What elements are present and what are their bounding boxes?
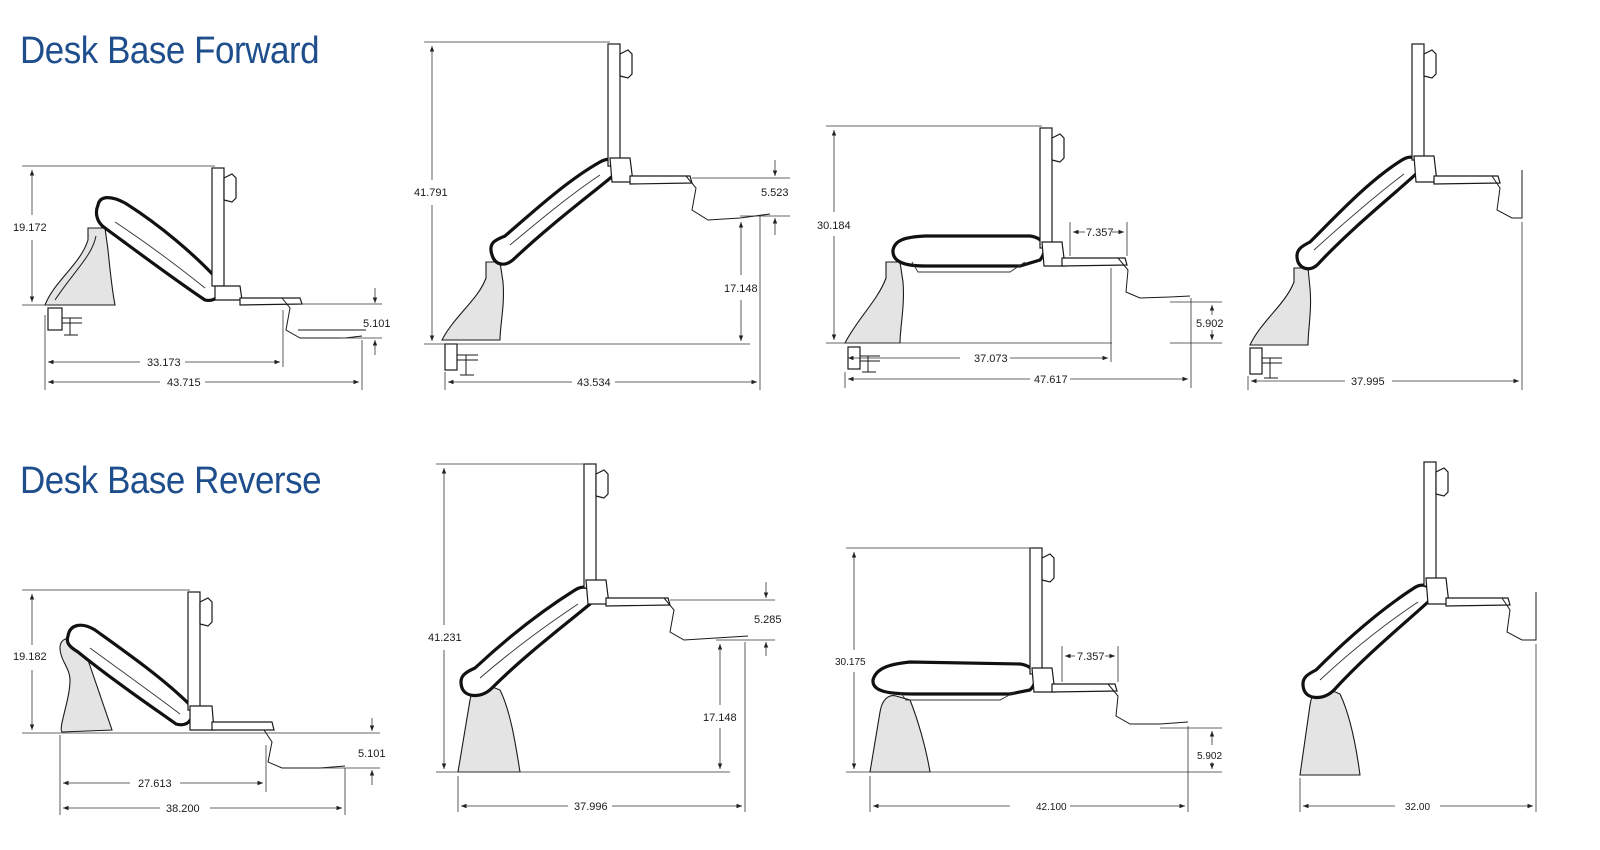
dim-height: 41.231: [428, 632, 462, 644]
section-title-forward: Desk Base Forward: [20, 30, 320, 72]
keyboard-tray: [629, 175, 771, 221]
dim-width-total: 32.00: [1405, 802, 1430, 813]
view-reverse-extended: 30.175 7.357 42.100 5.902: [835, 547, 1222, 813]
desk-base: [441, 261, 504, 341]
dimension-lines: [424, 41, 790, 390]
desk-base: [457, 683, 521, 773]
keyboard-tray: [1051, 683, 1189, 725]
gas-spring-arm: [1301, 583, 1433, 700]
monitor-mount: [211, 167, 243, 301]
dim-height: 30.184: [817, 220, 851, 232]
gas-spring-arm: [891, 234, 1046, 273]
dimension-lines: [22, 589, 380, 815]
dim-arm-offset: 7.357: [1086, 227, 1114, 239]
dim-height: 19.182: [13, 651, 47, 663]
gas-spring-arm: [871, 660, 1038, 701]
gas-spring-arm: [94, 196, 223, 303]
dim-width-short: 27.613: [138, 778, 172, 790]
desk-base: [844, 261, 904, 344]
desk-base: [44, 227, 116, 306]
desk-clamp: [847, 346, 880, 373]
dim-width-total: 43.534: [577, 377, 611, 389]
dim-height: 30.175: [835, 657, 866, 668]
dim-tray-height: 17.148: [703, 712, 737, 724]
dim-height: 41.791: [414, 187, 448, 199]
dim-width-total: 43.715: [167, 377, 201, 389]
desk-clamp: [444, 343, 478, 376]
keyboard-tray: [605, 597, 749, 641]
dim-tray-offset: 5.101: [363, 318, 391, 330]
dim-tray-offset: 5.902: [1196, 318, 1224, 330]
keyboard-tray: [211, 721, 346, 769]
monitor-mount: [1039, 127, 1066, 267]
dim-width-total: 42.100: [1036, 802, 1067, 813]
keyboard-tray: [1433, 170, 1523, 219]
section-title-reverse: Desk Base Reverse: [20, 460, 322, 502]
view-forward-extended: 30.184 7.357 37.073 47.617 5.902: [817, 125, 1224, 388]
monitor-mount: [1423, 461, 1450, 605]
view-forward-folded: 19.172 33.173 43.715 5.101: [13, 165, 391, 390]
desk-base: [1249, 267, 1312, 346]
desk-base: [1299, 687, 1361, 776]
view-reverse-raised: 41.231 5.285 17.148 37.996: [428, 463, 782, 813]
dimension-lines: [1299, 644, 1537, 812]
dim-width-total: 37.995: [1351, 376, 1385, 388]
monitor-mount: [1029, 547, 1056, 693]
dim-width-short: 33.173: [147, 357, 181, 369]
dimension-lines: [436, 463, 775, 812]
keyboard-tray: [1061, 257, 1191, 299]
monitor-mount: [187, 591, 215, 731]
desk-base: [869, 695, 931, 773]
keyboard-tray: [239, 297, 366, 339]
dim-tray-offset: 5.285: [754, 614, 782, 626]
dim-height: 19.172: [13, 222, 47, 234]
dim-width-short: 37.073: [974, 353, 1008, 365]
dim-tray-offset: 5.523: [761, 187, 789, 199]
dim-tray-offset: 5.902: [1197, 751, 1222, 762]
dim-tray-offset: 5.101: [358, 748, 386, 760]
view-reverse-folded: 19.182 27.613 38.200 5.101: [13, 589, 386, 815]
desk-clamp: [47, 307, 82, 336]
monitor-mount: [583, 463, 610, 605]
gas-spring-arm: [1295, 155, 1421, 271]
dimension-lines: [1247, 222, 1523, 390]
monitor-mount: [607, 43, 634, 183]
dimension-lines: [22, 165, 382, 390]
dimension-lines: [846, 547, 1222, 812]
dimension-lines: [826, 125, 1222, 388]
dim-arm-offset: 7.357: [1077, 651, 1105, 663]
keyboard-tray: [1445, 592, 1537, 641]
dim-width-total: 37.996: [574, 801, 608, 813]
dim-width-total: 38.200: [166, 803, 200, 815]
view-forward-max: 37.995: [1247, 43, 1523, 390]
dim-tray-height: 17.148: [724, 283, 758, 295]
desk-clamp: [1249, 347, 1282, 379]
gas-spring-arm: [459, 585, 595, 698]
gas-spring-arm: [489, 157, 619, 266]
view-reverse-max: 32.00: [1299, 461, 1537, 813]
view-forward-raised: 41.791 5.523 17.148 43.534: [414, 41, 790, 390]
monitor-mount: [1411, 43, 1438, 183]
dim-width-total: 47.617: [1034, 374, 1068, 386]
